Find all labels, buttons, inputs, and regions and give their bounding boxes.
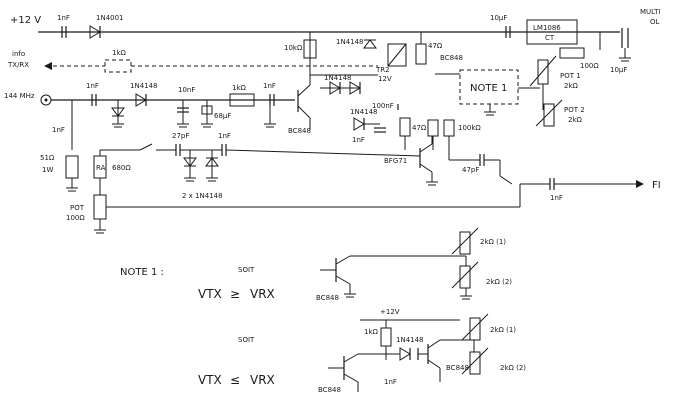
label-vtx1: VTX <box>198 287 222 301</box>
label-r5: 100kΩ <box>458 124 481 132</box>
label-d4: 1N4148 <box>350 108 378 116</box>
label-info1: info <box>12 50 25 58</box>
label-c10: 1nF <box>550 194 563 202</box>
label-soit1: SOIT <box>238 266 255 274</box>
ground-3 <box>201 123 213 128</box>
label-pot-l: POT <box>70 204 85 212</box>
left-block <box>65 100 520 230</box>
label-q-n1: BC848 <box>316 294 339 302</box>
label-l1: 68µF <box>214 112 231 120</box>
note1-box <box>435 69 540 112</box>
ground-4 <box>264 123 276 128</box>
label-q2: BC848 <box>440 54 463 62</box>
label-ge: ≥ <box>230 287 240 301</box>
ground-5 <box>66 187 78 192</box>
label-d-n: 1N4148 <box>396 336 424 344</box>
relay-block <box>310 32 427 133</box>
label-pot1: POT 1 <box>560 72 581 80</box>
label-c5: 1nF <box>352 136 365 144</box>
label-c-n: 1nF <box>384 378 397 386</box>
label-c4: 1nF <box>263 82 276 90</box>
label-reg2: CT <box>545 34 555 42</box>
amplifier-block <box>397 104 501 182</box>
label-reg: LM1086 <box>533 24 561 32</box>
label-r3: 47Ω <box>428 42 443 50</box>
label-c-10u: 10µF <box>610 66 627 74</box>
rf-input-chain <box>40 32 317 130</box>
label-relay-v: 12V <box>378 75 392 83</box>
ground-10 <box>484 111 496 116</box>
note-circuit-2 <box>328 313 489 392</box>
label-ol: OL <box>650 18 660 26</box>
label-rf-in: 144 MHz <box>4 92 35 100</box>
label-supply: +12 V <box>10 15 41 26</box>
label-pot1v: 2kΩ <box>564 82 579 90</box>
label-r51: 51Ω <box>40 154 55 162</box>
label-vrx2: VRX <box>250 373 275 387</box>
label-c-in: 1nF <box>57 14 70 22</box>
label-q1: BC848 <box>288 127 311 135</box>
label-q-n3: BC848 <box>318 386 341 394</box>
label-note-box: NOTE 1 <box>470 83 507 94</box>
label-ra: RA <box>96 164 106 172</box>
pots-right <box>529 47 585 127</box>
label-w1: 1W <box>42 166 53 174</box>
label-c2: 10nF <box>178 86 195 94</box>
supply-rail <box>38 19 629 58</box>
label-r1: 1kΩ <box>232 84 247 92</box>
label-d3: 1N4148 <box>324 74 352 82</box>
ground-symbols <box>66 57 631 300</box>
note-circuit-1 <box>320 227 479 296</box>
label-r4: 47Ω <box>412 124 427 132</box>
label-d1: 1N4148 <box>130 82 158 90</box>
note-title: NOTE 1 : <box>120 267 164 278</box>
label-q-n2: BC848 <box>446 364 469 372</box>
label-pa1: 2kΩ (1) <box>480 238 506 246</box>
label-le: ≤ <box>230 373 240 387</box>
label-pot2: POT 2 <box>564 106 585 114</box>
ground-11 <box>460 295 472 300</box>
label-v12: +12V <box>380 308 400 316</box>
label-soit2: SOIT <box>238 336 255 344</box>
label-r2: 10kΩ <box>284 44 303 52</box>
label-diodes: 2 x 1N4148 <box>182 192 223 200</box>
label-r-info: 1kΩ <box>112 49 127 57</box>
label-r-1k: 1kΩ <box>364 328 379 336</box>
ground-12 <box>344 293 356 298</box>
label-pot2v: 2kΩ <box>568 116 583 124</box>
label-c-top: 10µF <box>490 14 507 22</box>
label-q3: BFG71 <box>384 157 407 165</box>
label-c6: 27pF <box>172 132 189 140</box>
label-relay: TR2 <box>375 66 390 74</box>
ground-8 <box>206 177 218 182</box>
label-multi: MULTI <box>640 8 660 16</box>
ground-7 <box>184 177 196 182</box>
label-vrx1: VRX <box>250 287 275 301</box>
label-r680: 680Ω <box>112 164 131 172</box>
ground-1 <box>112 123 124 128</box>
label-vtx2: VTX <box>198 373 222 387</box>
label-fi: FI <box>652 180 661 191</box>
label-pb2: 2kΩ (2) <box>500 364 526 372</box>
ground-2 <box>177 123 189 128</box>
ground-9 <box>426 181 438 186</box>
label-c3: 1nF <box>52 126 65 134</box>
label-c1: 1nF <box>86 82 99 90</box>
label-d-in: 1N4001 <box>96 14 124 22</box>
info-line <box>44 59 378 73</box>
label-c9: 47pF <box>462 166 479 174</box>
label-pa2: 2kΩ (1) <box>490 326 516 334</box>
label-d2: 1N4148 <box>336 38 364 46</box>
label-pb1: 2kΩ (2) <box>486 278 512 286</box>
label-r-100: 100Ω <box>580 62 599 70</box>
ground-6 <box>94 229 106 234</box>
output-fi <box>499 175 644 207</box>
label-c7: 1nF <box>218 132 231 140</box>
label-c-100n: 100nF <box>372 102 394 110</box>
label-info2: TX/RX <box>7 61 29 69</box>
ground-13 <box>619 57 631 62</box>
label-pot-lv: 100Ω <box>66 214 85 222</box>
